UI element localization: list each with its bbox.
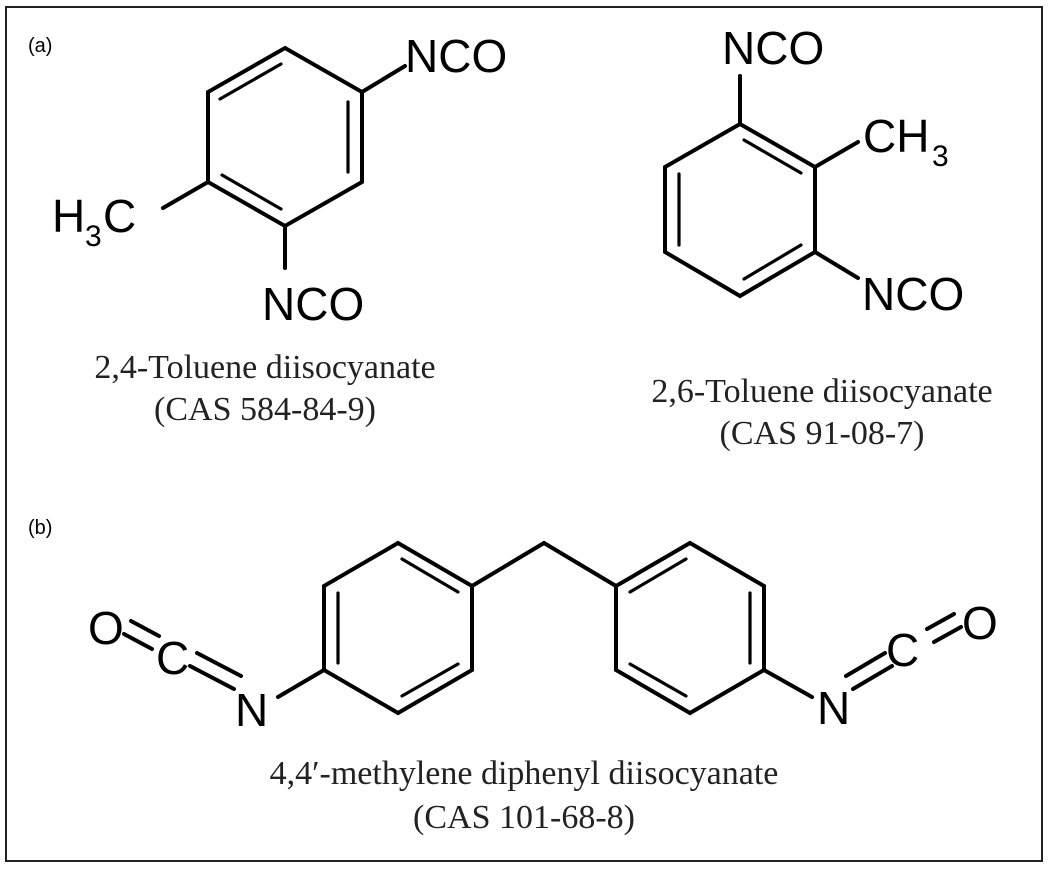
panel-label-b: (b) (28, 517, 52, 539)
mdi-left-bond-ring-n (276, 668, 326, 699)
panel-label-a: (a) (28, 35, 52, 57)
mdi-left-c-o-bond-b (129, 619, 161, 638)
mdi-right-c-o-bond-b (925, 612, 956, 631)
mdi-left-benzene-ring (322, 540, 474, 716)
mdi-right-o: O (962, 597, 998, 649)
tdi24-bond-nco-top (360, 64, 407, 94)
tdi26-benzene-ring (663, 121, 817, 299)
mdi-right-benzene-ring (614, 540, 766, 716)
mdi-right-bond-ring-n (762, 668, 814, 699)
mdi-right-c: C (886, 624, 919, 676)
mdi-right-c-o-bond-a (932, 625, 963, 644)
mdi-left-c-o-bond-a (122, 632, 154, 651)
tdi26-bond-nco-bottom (813, 250, 860, 280)
tdi24-methyl-h: H (52, 190, 85, 242)
tdi24-methyl-subscript: 3 (85, 220, 102, 253)
tdi24-nco-top-label: NCO (405, 30, 507, 82)
mdi-right-n-c-bond-a (851, 664, 894, 691)
tdi24-cas: (CAS 584-84-9) (154, 391, 376, 428)
mdi-left-n: N (235, 684, 268, 736)
tdi26-methyl-subscript: 3 (932, 140, 949, 173)
structure-mdi: N C O N C O 4,4′-methylene diphenyl diis… (88, 540, 998, 836)
mdi-cas: (CAS 101-68-8) (413, 799, 635, 836)
tdi24-double-bond-1 (218, 62, 283, 101)
tdi24-nco-bottom-label: NCO (262, 278, 364, 330)
tdi26-double-bond-2 (742, 243, 803, 281)
figure-frame (5, 6, 1043, 862)
tdi26-nco-top-label: NCO (722, 22, 824, 74)
tdi24-double-bond-3 (220, 173, 283, 211)
mdi-left-n-c-bond-b (195, 651, 243, 678)
structure-2-4-tdi: NCO NCO H 3 C 2,4-Toluene diisocyanate (… (52, 30, 507, 428)
tdi26-methyl-ch: CH (863, 110, 929, 162)
tdi26-nco-bottom-label: NCO (862, 268, 964, 320)
mdi-right-double-bond-2 (628, 662, 688, 698)
mdi-methylene-bond-left (470, 541, 546, 588)
mdi-right-n-c-bond-b (844, 651, 887, 678)
mdi-right-n: N (817, 682, 850, 734)
tdi26-double-bond-1 (742, 138, 803, 175)
tdi24-name: 2,4-Toluene diisocyanate (94, 349, 435, 386)
mdi-left-o: O (88, 602, 124, 654)
mdi-right-double-bond-1 (628, 557, 688, 594)
tdi26-cas: (CAS 91-08-7) (720, 415, 925, 452)
tdi26-name: 2,6-Toluene diisocyanate (651, 373, 992, 410)
tdi24-bond-methyl (161, 180, 210, 210)
tdi24-benzene-ring (206, 45, 364, 229)
mdi-left-double-bond-2 (400, 662, 460, 698)
tdi24-methyl-c: C (103, 190, 136, 242)
mdi-methylene-bond-right (542, 541, 618, 588)
mdi-left-c: C (156, 632, 189, 684)
structure-2-6-tdi: NCO CH 3 NCO 2,6-Toluene diisocyanate (C… (651, 22, 992, 452)
mdi-name: 4,4′-methylene diphenyl diisocyanate (270, 755, 779, 792)
tdi26-bond-methyl (813, 140, 860, 169)
mdi-left-n-c-bond-a (188, 664, 236, 691)
mdi-left-double-bond-1 (400, 557, 460, 594)
